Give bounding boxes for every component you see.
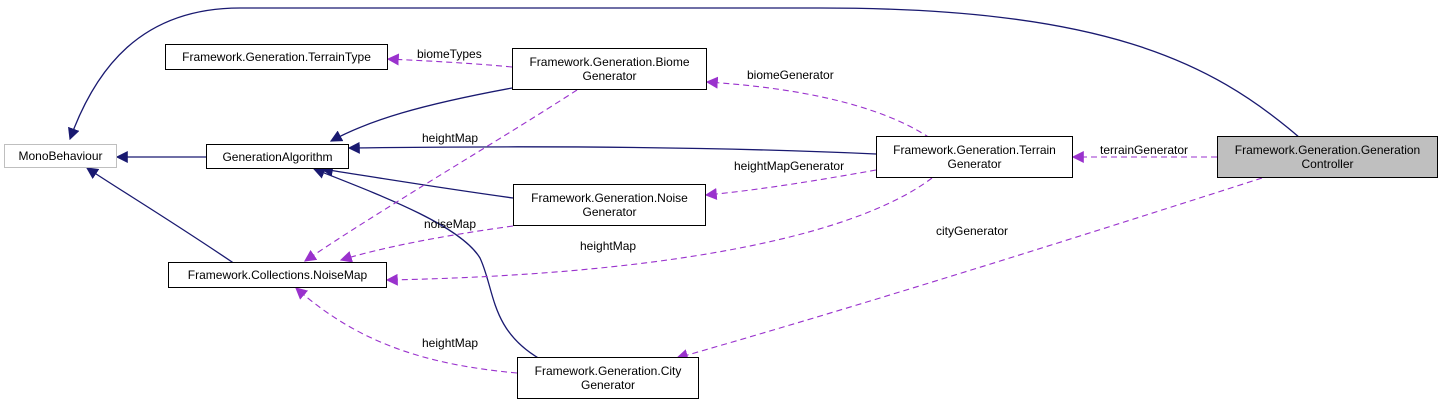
node-biome-generator[interactable]: Framework.Generation.Biome Generator (512, 48, 707, 90)
edge-label-height-map-generator: heightMapGenerator (734, 159, 844, 173)
node-generation-controller-line2: Controller (1301, 157, 1354, 171)
node-monobehaviour-label: MonoBehaviour (18, 149, 103, 163)
edge-label-biome-generator: biomeGenerator (747, 68, 834, 82)
node-city-generator-line2: Generator (580, 378, 636, 392)
edge-biome-uses-terraintype (386, 53, 513, 68)
edge-label-city-generator: cityGenerator (936, 224, 1008, 238)
edge-terrain-uses-noisemap (385, 177, 933, 286)
node-terrain-type-label: Framework.Generation.TerrainType (182, 50, 371, 64)
node-terrain-generator[interactable]: Framework.Generation.Terrain Generator (876, 136, 1073, 178)
node-monobehaviour: MonoBehaviour (4, 144, 117, 168)
edge-terrain-uses-noise (704, 169, 877, 200)
edge-controller-uses-city (675, 177, 1263, 361)
edge-biome-to-genalgo (329, 87, 513, 142)
edge-city-to-genalgo (312, 167, 541, 360)
node-biome-generator-line1: Framework.Generation.Biome (529, 55, 690, 69)
edge-terrain-uses-biome (705, 76, 931, 139)
node-generation-algorithm[interactable]: GenerationAlgorithm (206, 144, 349, 169)
node-biome-generator-line2: Generator (582, 69, 637, 83)
node-generation-controller-line1: Framework.Generation.Generation (1234, 143, 1421, 157)
node-noise-map[interactable]: Framework.Collections.NoiseMap (168, 262, 387, 288)
edge-label-noise-map: noiseMap (424, 217, 476, 231)
node-terrain-type[interactable]: Framework.Generation.TerrainType (165, 44, 388, 70)
node-noise-generator-line2: Generator (582, 205, 637, 219)
edge-noise-to-genalgo (320, 164, 514, 199)
edge-label-terrain-generator: terrainGenerator (1100, 143, 1188, 157)
node-terrain-generator-line2: Generator (947, 157, 1002, 171)
node-noise-map-label: Framework.Collections.NoiseMap (187, 268, 368, 282)
edge-noise-uses-noisemap (339, 225, 514, 263)
edge-label-height-map-city: heightMap (422, 336, 478, 350)
edge-city-uses-noisemap (295, 287, 518, 374)
edge-controller-to-monobehaviour (68, 7, 1301, 141)
node-noise-generator-line1: Framework.Generation.Noise (531, 191, 688, 205)
node-city-generator-line1: Framework.Generation.City (534, 364, 682, 378)
edge-label-height-map-biome: heightMap (422, 131, 478, 145)
edge-biome-uses-noisemap (304, 89, 578, 262)
node-noise-generator[interactable]: Framework.Generation.Noise Generator (513, 184, 706, 226)
node-terrain-generator-line1: Framework.Generation.Terrain (893, 143, 1056, 157)
edge-noisemap-to-monobehaviour (86, 167, 236, 265)
edge-terrain-to-genalgo (347, 141, 877, 155)
node-city-generator[interactable]: Framework.Generation.City Generator (517, 357, 699, 399)
edge-label-biome-types: biomeTypes (417, 47, 482, 61)
edge-label-height-map-terrain: heightMap (580, 239, 636, 253)
node-generation-algorithm-label: GenerationAlgorithm (222, 149, 333, 164)
node-generation-controller: Framework.Generation.Generation Controll… (1217, 136, 1438, 178)
